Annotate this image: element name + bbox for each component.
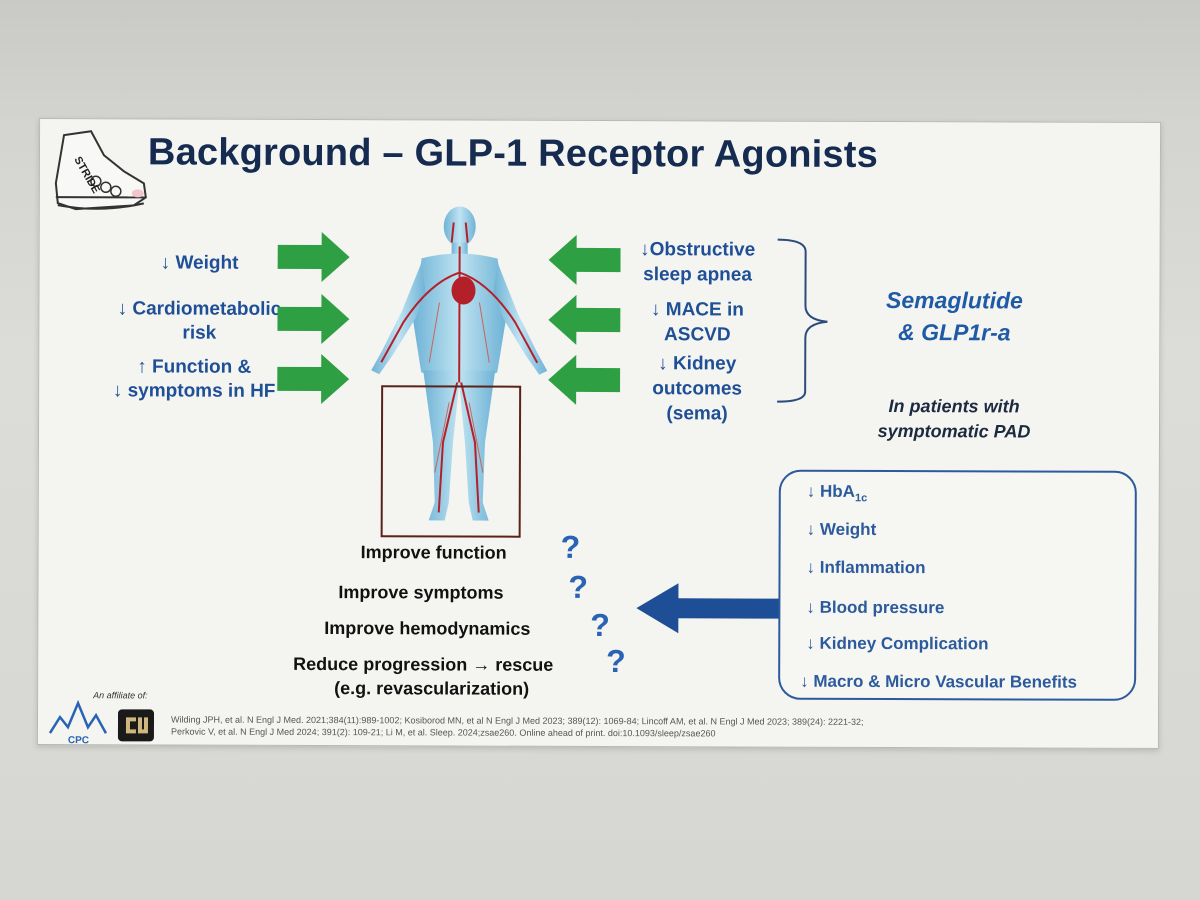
revascularization-text: (e.g. revascularization) [334, 678, 530, 699]
question-mark-icon: ? [590, 606, 610, 644]
blue-arrow-left-icon [636, 583, 781, 634]
benefits-box: ↓ HbA1c ↓ Weight ↓ Inflammation ↓ Blood … [778, 469, 1137, 701]
cpc-logo-text: CPC [68, 735, 89, 746]
patients-pad-label: In patients with symptomatic PAD [877, 396, 1031, 442]
monitor-bezel-background [0, 0, 1200, 120]
semaglutide-label: Semaglutide & GLP1r-a [886, 287, 1023, 346]
improve-function-text: Improve function [360, 542, 507, 563]
cu-logo-icon [117, 709, 155, 742]
right-effect-sleep-apnea: ↓Obstructive sleep apnea [640, 239, 756, 286]
curly-brace-icon [777, 238, 828, 403]
benefit-blood-pressure: ↓ Blood pressure [806, 597, 945, 618]
green-arrow-right-icon [277, 354, 350, 405]
cpc-logo-icon: CPC [48, 699, 108, 746]
benefit-inflammation: ↓ Inflammation [806, 557, 926, 578]
benefit-kidney: ↓ Kidney Complication [806, 633, 989, 654]
green-arrow-right-icon [277, 232, 350, 283]
benefit-vascular: ↓ Macro & Micro Vascular Benefits [800, 671, 1077, 692]
question-mark-icon: ? [568, 568, 589, 605]
right-effect-mace: ↓ MACE in ASCVD [650, 299, 744, 346]
question-mark-icon: ? [606, 643, 626, 680]
green-arrow-left-icon [548, 294, 621, 345]
left-effect-function-hf: ↑ Function & ↓ symptoms in HF [112, 356, 276, 402]
benefit-hba1c: ↓ HbA1c [806, 481, 868, 505]
slide-title: Background – GLP-1 Receptor Agonists [147, 131, 879, 176]
references-text: Wilding JPH, et al. N Engl J Med. 2021;3… [170, 714, 864, 739]
human-body-vascular-icon [371, 206, 548, 521]
question-mark-icon: ? [560, 528, 581, 565]
green-arrow-left-icon [548, 234, 621, 285]
stride-shoe-logo-icon: STRIDE [54, 130, 147, 211]
green-arrow-right-icon [277, 294, 350, 345]
benefit-weight: ↓ Weight [806, 519, 877, 539]
presentation-slide: STRIDE Background – GLP-1 Receptor Agoni… [36, 118, 1162, 749]
reduce-progression-text: Reduce progression → rescue [293, 653, 554, 675]
improve-symptoms-text: Improve symptoms [338, 582, 504, 603]
improve-hemodynamics-text: Improve hemodynamics [324, 618, 531, 639]
green-arrow-left-icon [548, 354, 621, 405]
legs-highlight-box [380, 385, 522, 538]
right-effect-kidney: ↓ Kidney outcomes (sema) [652, 353, 743, 425]
left-effect-weight: ↓ Weight [160, 252, 239, 274]
